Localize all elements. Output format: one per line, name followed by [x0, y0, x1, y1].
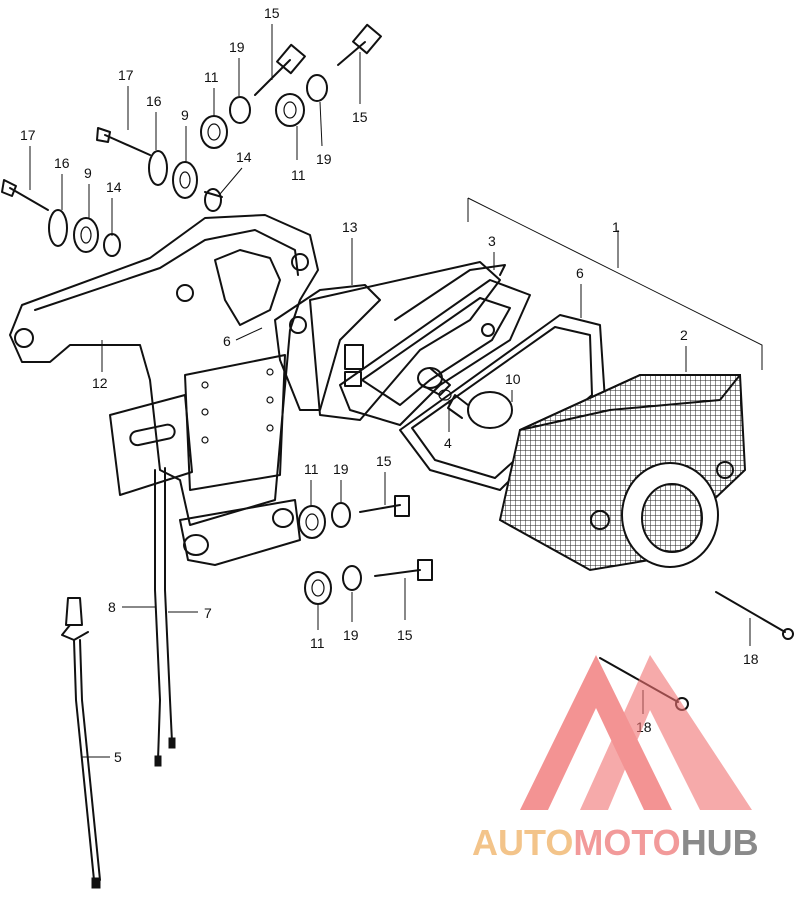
callout-11b: 11: [291, 167, 306, 183]
callout-5: 5: [114, 749, 122, 765]
callout-11d: 11: [310, 635, 325, 651]
hardware-middle: [298, 495, 433, 605]
screw-18: [599, 591, 794, 711]
callout-8: 8: [108, 599, 116, 615]
callout-6a: 6: [223, 333, 231, 349]
watermark-text-hub: HUB: [680, 822, 759, 863]
tail-lens: [498, 374, 747, 572]
callout-12: 12: [92, 375, 108, 391]
license-bracket: [9, 214, 319, 566]
callout-19d: 19: [343, 627, 359, 643]
watermark-logo-text: AUTOMOTOHUB: [472, 822, 759, 864]
callout-15a: 15: [264, 5, 280, 21]
callout-9b: 9: [84, 165, 92, 181]
callout-6b: 6: [576, 265, 584, 281]
group-leader: [467, 197, 763, 370]
lamp-base: [274, 261, 501, 421]
ground-wire: [61, 597, 101, 889]
callout-15b: 15: [352, 109, 368, 125]
callout-16a: 16: [146, 93, 162, 109]
watermark-logo-mark: [520, 655, 752, 810]
callout-19a: 19: [229, 39, 245, 55]
callout-18a: 18: [743, 651, 759, 667]
callout-14b: 14: [106, 179, 122, 195]
watermark-text-moto: MOTO: [573, 822, 681, 863]
bulb: [417, 367, 513, 429]
callout-1: 1: [612, 219, 620, 235]
watermark-text-auto: AUTO: [472, 822, 574, 863]
callout-13: 13: [342, 219, 358, 235]
callout-3: 3: [488, 233, 496, 249]
callout-19c: 19: [333, 461, 349, 477]
callout-15d: 15: [397, 627, 413, 643]
callout-2: 2: [680, 327, 688, 343]
callout-11c: 11: [304, 461, 319, 477]
callouts: 1 2 3 4 5 6 6 7 8 9 9 10 11 11 11 11 12 …: [20, 5, 759, 765]
callout-4: 4: [444, 435, 452, 451]
callout-10: 10: [505, 371, 521, 387]
callout-15c: 15: [376, 453, 392, 469]
wire-leads: [154, 467, 176, 767]
hardware-top: [1, 23, 382, 257]
callout-16b: 16: [54, 155, 70, 171]
callout-9a: 9: [181, 107, 189, 123]
callout-17a: 17: [118, 67, 134, 83]
callout-11a: 11: [204, 69, 219, 85]
callout-14a: 14: [236, 149, 252, 165]
callout-19b: 19: [316, 151, 332, 167]
callout-17b: 17: [20, 127, 36, 143]
callout-7: 7: [204, 605, 212, 621]
lamp-housing-3: [339, 264, 531, 426]
